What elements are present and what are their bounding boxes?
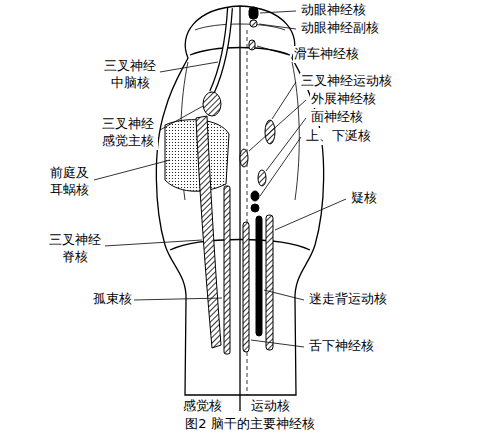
nucleus-label: 滑车神经核	[293, 46, 360, 63]
nucleus-label: 三叉神经 感觉主核	[98, 116, 158, 150]
figure-caption: 图2 脑干的主要神经核	[0, 417, 500, 432]
leader-line	[260, 11, 296, 13]
leader-line	[266, 118, 306, 171]
mesencephalic-trigeminal-band	[212, 8, 230, 92]
nucleus-label: 迷走背运动核	[308, 291, 388, 308]
nucleus-label: 上、下涎核	[305, 128, 372, 145]
nucleus-label: 疑核	[350, 190, 378, 207]
leader-line	[275, 199, 346, 230]
leader-line	[249, 100, 306, 151]
nucleus-label: 前庭及 耳蜗核	[45, 165, 93, 199]
leader-line	[104, 240, 202, 246]
hypoglossal-nucleus	[243, 222, 249, 352]
sensory-nuclei	[165, 8, 230, 354]
oculomotor-nucleus	[249, 7, 258, 19]
brainstem-outline	[156, 6, 323, 411]
leader-line	[134, 298, 222, 300]
mesencephalic-trigeminal-band	[212, 8, 230, 92]
nucleus-label: 外展神经核	[310, 91, 377, 108]
nucleus-label: 三叉神经运动核	[300, 73, 393, 90]
nucleus-label: 孤束核	[92, 291, 133, 308]
trochlear-nucleus	[249, 40, 255, 50]
nucleus-ambiguus	[266, 215, 273, 350]
accessory-oculomotor-nucleus	[250, 20, 257, 27]
leader-line	[257, 46, 289, 55]
salivatory-nucleus	[251, 204, 259, 212]
solitary-nucleus	[224, 186, 230, 354]
nucleus-label: 三叉神经 中脑核	[100, 58, 160, 92]
leader-line	[160, 106, 203, 130]
leader-line	[260, 137, 301, 196]
spinal-trigeminal-nucleus	[196, 116, 221, 348]
leader-line	[251, 340, 304, 347]
dorsal-vagal-nucleus	[256, 216, 262, 336]
nucleus-label: 面神经核	[310, 109, 364, 126]
leader-line	[94, 160, 170, 180]
principal-trigeminal-nucleus	[203, 92, 221, 116]
nucleus-label: 动眼神经核	[300, 2, 367, 19]
nucleus-label: 舌下神经核	[308, 338, 375, 355]
salivatory-nucleus	[251, 191, 259, 201]
nucleus-label: 动眼神经副核	[300, 20, 380, 37]
midline	[239, 6, 240, 411]
leader-line	[272, 82, 296, 119]
leader-line	[259, 24, 296, 29]
facial-nucleus	[258, 170, 266, 186]
leader-line	[264, 290, 304, 300]
nucleus-label: 三叉神经 脊核	[45, 232, 105, 266]
motor-nuclei	[240, 7, 275, 352]
abducens-nucleus	[240, 149, 248, 167]
leader-line	[160, 62, 218, 72]
column-label: 感觉核	[182, 398, 223, 415]
column-label: 运动核	[250, 398, 291, 415]
